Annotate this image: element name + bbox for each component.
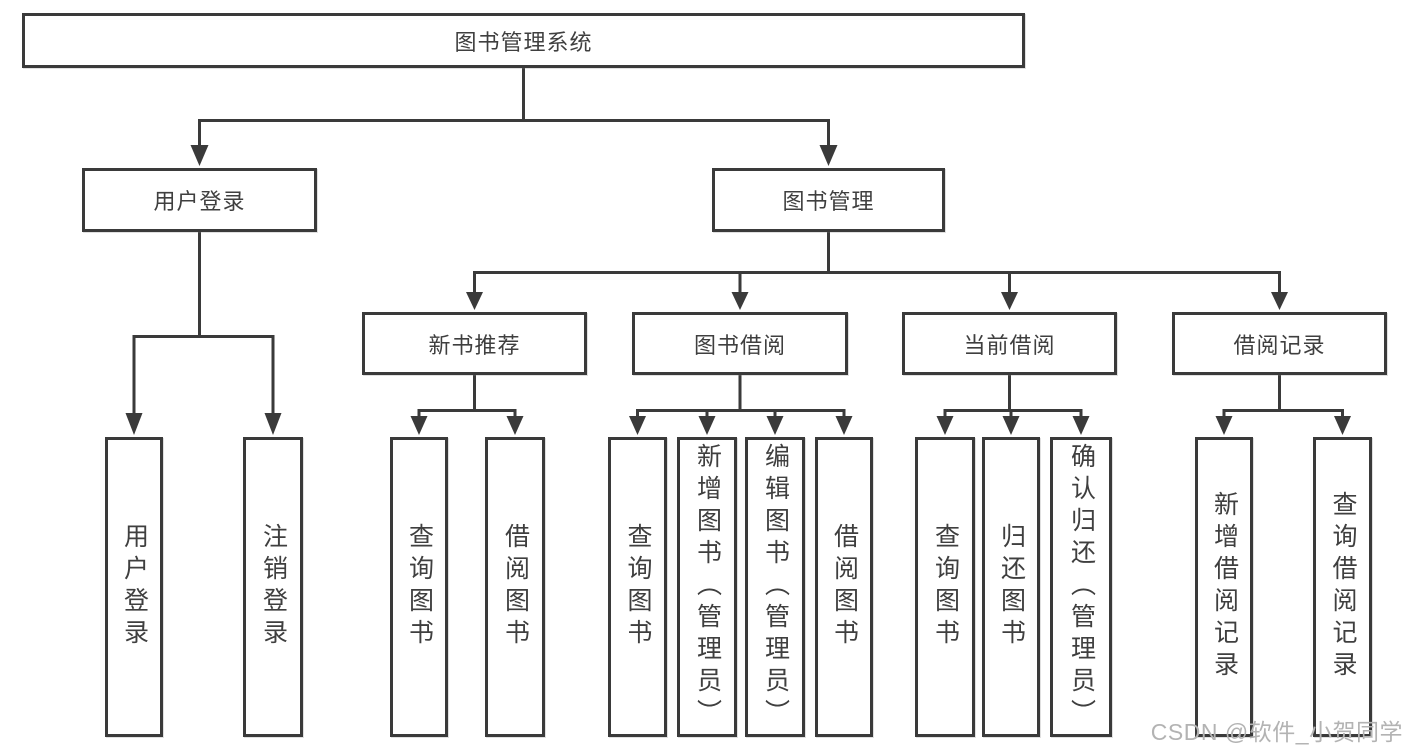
leaf-user-login-label: 用户登录	[120, 523, 149, 651]
leaf-user-login: 用户登录	[105, 437, 163, 737]
leaf-borrow-book-label: 借阅图书	[830, 523, 859, 651]
leaf-confirm-return-admin: 确认归还（管理员）	[1050, 437, 1112, 737]
leaf-query-borrow-record-label: 查询借阅记录	[1329, 491, 1357, 683]
leaf-borrow-book-recommend-label: 借阅图书	[501, 523, 530, 651]
leaf-return-book: 归还图书	[982, 437, 1040, 737]
leaf-query-book-recommend-label: 查询图书	[405, 523, 434, 651]
node-current-borrowing: 当前借阅	[902, 312, 1117, 375]
leaf-add-borrow-record-label: 新增借阅记录	[1210, 491, 1239, 683]
leaf-query-borrow-record: 查询借阅记录	[1313, 437, 1372, 737]
node-book-borrowing: 图书借阅	[632, 312, 848, 375]
node-root-label: 图书管理系统	[454, 29, 593, 55]
node-new-book-recommend-label: 新书推荐	[428, 332, 521, 358]
leaf-query-book-current-label: 查询图书	[931, 523, 960, 651]
leaf-add-borrow-record: 新增借阅记录	[1195, 437, 1253, 737]
leaf-borrow-book: 借阅图书	[815, 437, 873, 737]
leaf-logout-label: 注销登录	[259, 523, 288, 651]
leaf-query-book-current: 查询图书	[915, 437, 975, 737]
leaf-edit-book-admin-label: 编辑图书（管理员）	[761, 443, 790, 731]
leaf-query-book-recommend: 查询图书	[390, 437, 448, 737]
node-book-management-label: 图书管理	[782, 189, 875, 214]
node-book-borrowing-label: 图书借阅	[693, 332, 786, 358]
leaf-borrow-book-recommend: 借阅图书	[485, 437, 545, 737]
csdn-watermark: CSDN @软件_小贺同学	[1150, 719, 1403, 745]
leaf-query-book-borrow: 查询图书	[608, 437, 667, 737]
node-user-login-branch: 用户登录	[82, 168, 317, 232]
node-current-borrowing-label: 当前借阅	[963, 332, 1056, 358]
node-new-book-recommend: 新书推荐	[362, 312, 587, 375]
leaf-query-book-borrow-label: 查询图书	[624, 523, 652, 651]
node-borrowing-records-label: 借阅记录	[1233, 332, 1326, 358]
leaf-logout: 注销登录	[243, 437, 303, 737]
leaf-edit-book-admin: 编辑图书（管理员）	[745, 437, 805, 737]
leaf-confirm-return-admin-label: 确认归还（管理员）	[1067, 443, 1096, 731]
node-user-login-branch-label: 用户登录	[153, 189, 246, 214]
node-book-management: 图书管理	[712, 168, 945, 232]
leaf-add-book-admin-label: 新增图书（管理员）	[693, 443, 722, 731]
node-borrowing-records: 借阅记录	[1172, 312, 1387, 375]
leaf-add-book-admin: 新增图书（管理员）	[677, 437, 737, 737]
leaf-return-book-label: 归还图书	[997, 523, 1026, 651]
node-root-system: 图书管理系统	[22, 13, 1025, 68]
